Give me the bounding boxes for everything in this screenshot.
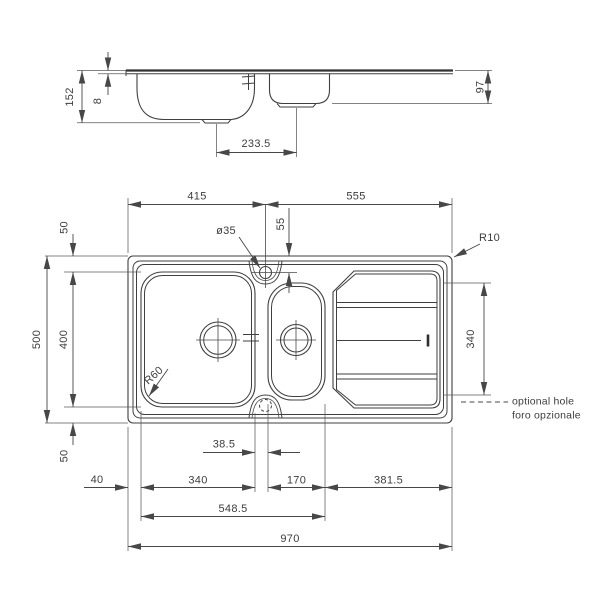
dim-total-depth: 152 xyxy=(64,87,76,106)
main-bowl xyxy=(140,271,256,408)
note-optional-hole-en: optional hole xyxy=(512,396,574,408)
plan-view xyxy=(127,205,453,424)
main-bowl-drain-recess xyxy=(201,119,232,124)
small-bowl-section xyxy=(268,74,331,105)
dim-drainer-width: 381.5 xyxy=(374,475,403,487)
dim-bowls-span: 548.5 xyxy=(218,503,247,515)
dim-bowl-gap: 38.5 xyxy=(213,439,236,451)
dim-left-margin: 40 xyxy=(91,474,104,486)
small-bowl xyxy=(267,282,326,401)
dim-overall-width: 970 xyxy=(280,533,299,545)
label-bowl-corner-radius: R60 xyxy=(142,364,166,387)
label-tap-hole-diameter: ø35 xyxy=(216,225,236,237)
optional-hole xyxy=(259,399,272,412)
dim-overall-height: 500 xyxy=(31,330,43,349)
dim-rim-height: 8 xyxy=(92,98,104,104)
dim-small-bowl-width: 170 xyxy=(287,475,306,487)
small-bowl-drain-recess xyxy=(276,103,317,108)
note-optional-hole-it: foro opzionale xyxy=(512,410,581,422)
dim-top-margin: 50 xyxy=(59,221,71,234)
dim-right-section-width: 555 xyxy=(346,191,365,203)
label-corner-radius: R10 xyxy=(479,232,500,244)
dim-small-bowl-depth: 97 xyxy=(475,81,487,94)
drainboard xyxy=(332,270,441,409)
dim-drain-distance: 233.5 xyxy=(241,138,270,150)
sink-rim-line-2 xyxy=(136,264,444,415)
sink-rim-line-1 xyxy=(132,260,448,419)
dim-drainer-length: 340 xyxy=(465,329,477,348)
dim-left-section-width: 415 xyxy=(187,191,206,203)
dim-bottom-margin: 50 xyxy=(59,450,71,463)
main-bowl-section xyxy=(136,74,256,121)
sink-outer-edge xyxy=(127,255,453,424)
dim-tap-hole-offset: 55 xyxy=(275,218,287,231)
main-bowl-drain xyxy=(196,318,240,362)
dim-bowl-height: 400 xyxy=(58,330,70,349)
dimensions: 415 555 ø35 55 R10 R60 500 400 50 50 xyxy=(31,191,581,551)
dim-main-bowl-width: 340 xyxy=(188,475,207,487)
small-bowl-drain xyxy=(276,320,316,360)
side-view: 152 8 233.5 97 xyxy=(64,52,492,157)
